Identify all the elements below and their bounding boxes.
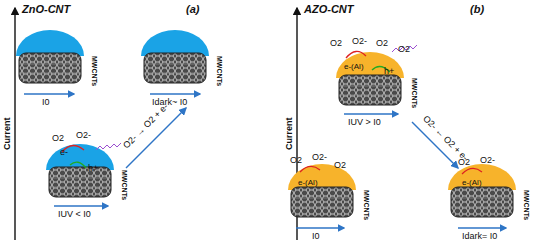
annotation: IUV < I0 bbox=[58, 209, 91, 219]
annotation: e-(Al) bbox=[462, 178, 482, 188]
annotation: O2 bbox=[52, 133, 64, 143]
part-name: MWCNTs bbox=[215, 56, 223, 86]
annotation: O2- bbox=[312, 152, 327, 162]
annotation: Idark~ I0 bbox=[152, 97, 187, 107]
annotation: IUV > I0 bbox=[348, 117, 381, 127]
part-name: MWCNTs bbox=[90, 56, 98, 86]
annotation: e-(Al) bbox=[298, 178, 318, 188]
annotation: O2 bbox=[330, 38, 342, 48]
panel-title: AZO-CNT bbox=[304, 3, 354, 15]
annotation: I0 bbox=[42, 97, 50, 107]
annotation: O2- bbox=[352, 36, 367, 46]
annotation: O2- bbox=[480, 155, 495, 165]
annotation: h+ bbox=[88, 163, 98, 173]
annotation: O2 bbox=[334, 160, 346, 170]
axis-label: Current bbox=[284, 117, 294, 150]
part-name: MWCNTs bbox=[522, 190, 530, 220]
part-name: MWCNTs bbox=[410, 78, 418, 108]
annotation: e- bbox=[60, 147, 68, 157]
panel-title: (b) bbox=[470, 3, 484, 15]
annotation: e-(Al) bbox=[344, 62, 364, 72]
annotation: O2- bbox=[76, 130, 91, 140]
axis-label: Current bbox=[2, 117, 12, 150]
annotation: Idark= I0 bbox=[462, 231, 497, 241]
annotation: O2 bbox=[290, 155, 302, 165]
annotation: I0 bbox=[312, 231, 320, 241]
annotation: h+ bbox=[384, 66, 394, 76]
part-name: MWCNTs bbox=[362, 190, 370, 220]
part-name: MWCNTs bbox=[120, 170, 128, 200]
panel-title: ZnO-CNT bbox=[22, 3, 70, 15]
reaction-label: O2- → O2 + e- bbox=[122, 102, 171, 151]
annotation: O2 bbox=[458, 157, 470, 167]
annotation: O2 bbox=[376, 38, 388, 48]
annotation: O2 bbox=[398, 44, 410, 54]
panel-title: (a) bbox=[186, 3, 199, 15]
